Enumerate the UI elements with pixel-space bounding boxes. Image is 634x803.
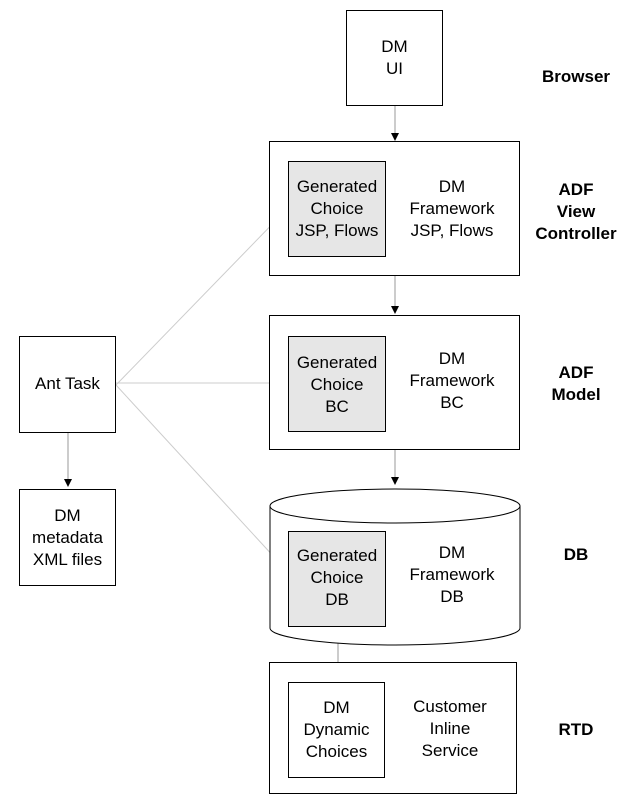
layer-browser-line-1: Browser — [541, 67, 611, 86]
model-framework-line-3: BC — [440, 393, 464, 412]
rtd-service-label: Customer Inline Service — [394, 696, 506, 762]
rtd-dynamic-choices-label: DM Dynamic Choices — [288, 697, 385, 763]
layer-view-line-1: ADF — [558, 180, 594, 199]
rtd-dynamic-line-3: Choices — [305, 742, 368, 761]
db-framework-line-1: DM — [438, 543, 466, 562]
db-generated-line-1: Generated — [296, 546, 378, 565]
metadata-line-1: DM — [54, 506, 81, 525]
rtd-dynamic-choices-box — [288, 682, 385, 778]
view-generated-choice-box — [288, 161, 386, 257]
layer-model-line-2: Model — [551, 385, 601, 404]
layer-label-db: DB — [526, 544, 626, 566]
view-generated-line-2: Choice — [310, 199, 364, 218]
dm-ui-line-1: DM — [381, 37, 408, 56]
metadata-label: DM metadata XML files — [19, 505, 116, 571]
model-framework-line-1: DM — [438, 349, 466, 368]
model-framework-label: DM Framework BC — [396, 348, 508, 414]
layer-model-line-1: ADF — [558, 363, 594, 382]
metadata-box — [19, 489, 116, 586]
db-generated-choice-label: Generated Choice DB — [280, 545, 394, 611]
db-generated-line-3: DB — [325, 590, 349, 609]
ant-task-line-1: Ant Task — [35, 374, 100, 393]
layer-db-line-1: DB — [563, 545, 589, 564]
rtd-dynamic-line-1: DM — [323, 698, 350, 717]
edge-ant-to-db — [115, 384, 288, 572]
layer-rtd-line-1: RTD — [558, 720, 594, 739]
view-framework-line-2: Framework — [409, 199, 495, 218]
layer-label-rtd: RTD — [526, 719, 626, 741]
view-generated-choice-label: Generated Choice JSP, Flows — [280, 176, 394, 242]
rtd-service-line-3: Service — [421, 741, 479, 760]
rtd-dynamic-line-2: Dynamic — [303, 720, 370, 739]
metadata-line-2: metadata — [32, 528, 103, 547]
db-generated-line-2: Choice — [310, 568, 364, 587]
model-generated-line-3: BC — [325, 397, 349, 416]
layer-label-browser: Browser — [526, 66, 626, 88]
metadata-line-3: XML files — [32, 550, 103, 569]
view-framework-line-1: DM — [438, 177, 466, 196]
view-framework-line-3: JSP, Flows — [410, 221, 494, 240]
db-framework-line-2: Framework — [409, 565, 495, 584]
model-generated-choice-box — [288, 336, 386, 432]
model-generated-line-1: Generated — [296, 353, 378, 372]
layer-label-model: ADF Model — [526, 362, 626, 406]
dm-ui-box — [346, 10, 443, 106]
layer-view-line-2: View — [556, 202, 596, 221]
db-framework-label: DM Framework DB — [396, 542, 508, 608]
model-generated-choice-label: Generated Choice BC — [280, 352, 394, 418]
view-generated-line-1: Generated — [296, 177, 378, 196]
ant-task-box — [19, 336, 116, 433]
edge-ant-to-view — [115, 208, 288, 386]
dm-ui-line-2: UI — [386, 59, 403, 78]
layer-view-line-3: Controller — [535, 224, 617, 243]
view-generated-line-3: JSP, Flows — [295, 221, 379, 240]
model-framework-line-2: Framework — [409, 371, 495, 390]
db-generated-choice-box — [288, 531, 386, 627]
dm-ui-label: DM UI — [346, 36, 443, 80]
db-framework-line-3: DB — [440, 587, 464, 606]
view-framework-label: DM Framework JSP, Flows — [396, 176, 508, 242]
rtd-service-line-2: Inline — [429, 719, 471, 738]
ant-task-label: Ant Task — [19, 373, 116, 395]
model-generated-line-2: Choice — [310, 375, 364, 394]
rtd-service-line-1: Customer — [413, 697, 487, 716]
layer-label-view-controller: ADF View Controller — [526, 179, 626, 245]
